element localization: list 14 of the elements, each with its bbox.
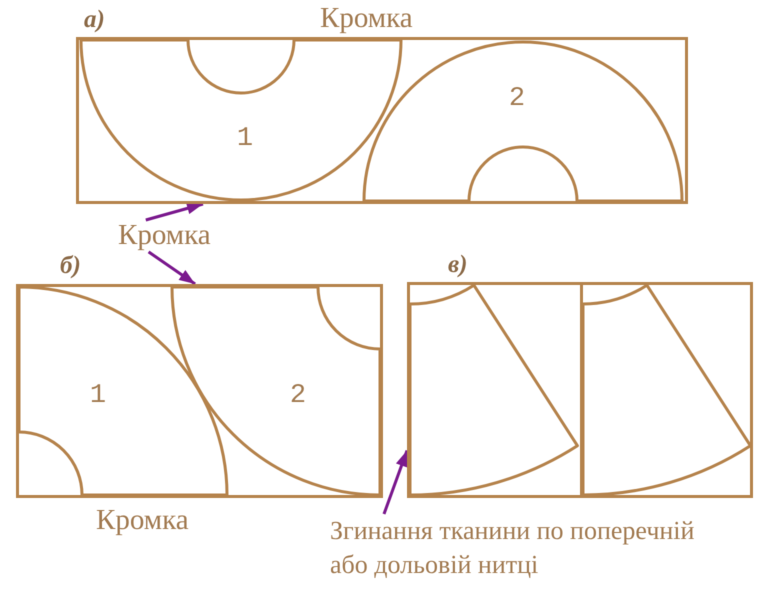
panel-letter: б) <box>60 252 81 280</box>
leader-arrow <box>145 202 204 222</box>
fold-note: Згинання тканини по поперечній або дольовій нитці <box>330 514 730 582</box>
selvedge-label: Кромка <box>118 220 211 252</box>
piece-number: 1 <box>236 125 254 155</box>
piece-number: 1 <box>90 382 106 412</box>
panel-letter: в) <box>448 251 468 278</box>
leader-arrow <box>382 450 408 515</box>
piece-number: 2 <box>290 382 306 412</box>
panel-letter: а) <box>84 6 105 34</box>
leader-arrow <box>148 250 196 286</box>
selvedge-label: Кромка <box>96 505 189 537</box>
selvedge-label: Кромка <box>320 3 413 35</box>
piece-number: 2 <box>508 85 526 115</box>
